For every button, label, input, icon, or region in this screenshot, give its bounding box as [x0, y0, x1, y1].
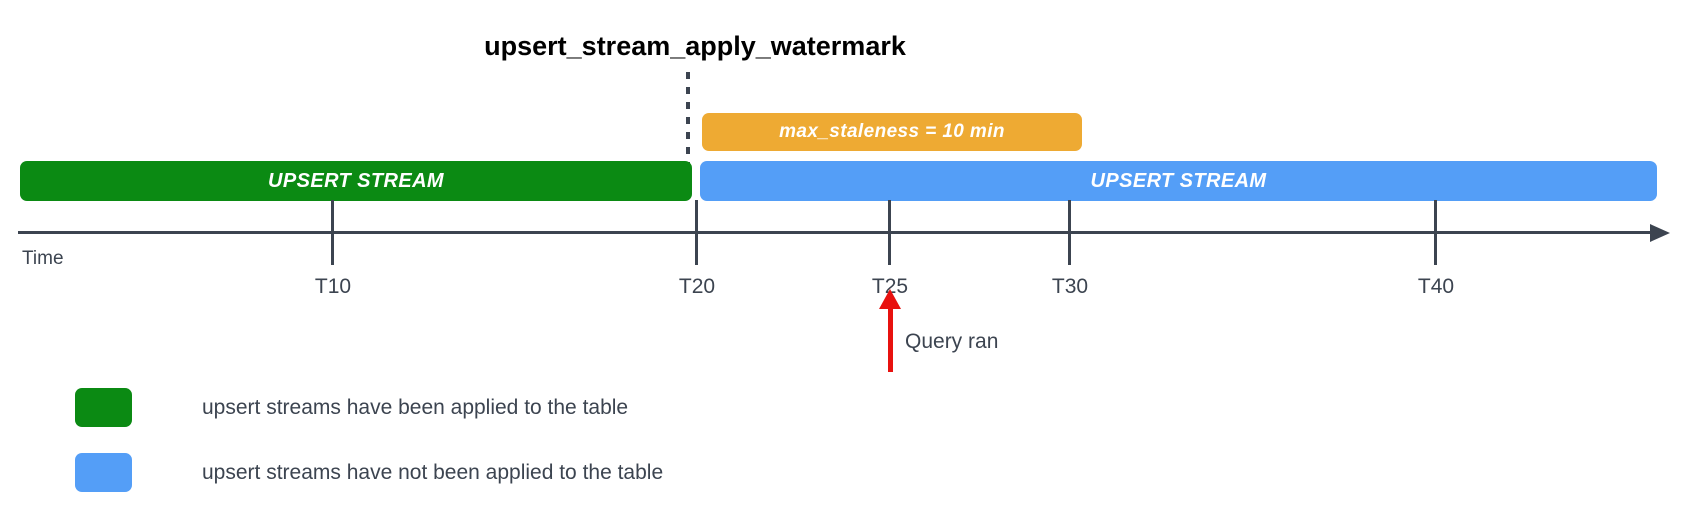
legend-swatch-green — [75, 388, 132, 427]
watermark-dashed-line — [686, 72, 690, 200]
query-ran-arrow-shaft — [888, 305, 893, 372]
upsert-stream-applied-label: UPSERT STREAM — [268, 169, 444, 192]
diagram-title: upsert_stream_apply_watermark — [484, 31, 906, 61]
axis-tick-t20 — [695, 200, 698, 265]
time-axis-arrow-icon — [1650, 224, 1670, 242]
query-ran-arrow-icon — [879, 289, 901, 309]
query-ran-label: Query ran — [905, 330, 999, 353]
legend-item-not-applied: upsert streams have not been applied to … — [75, 453, 663, 492]
axis-tick-label-t40: T40 — [1417, 275, 1455, 298]
legend-swatch-blue — [75, 453, 132, 492]
axis-tick-label-t20: T20 — [678, 275, 716, 298]
axis-tick-t10 — [331, 200, 334, 265]
legend-label-not-applied: upsert streams have not been applied to … — [202, 460, 664, 484]
legend-item-applied: upsert streams have been applied to the … — [75, 388, 628, 427]
axis-tick-t30 — [1068, 200, 1071, 265]
legend-label-applied: upsert streams have been applied to the … — [202, 395, 629, 419]
time-axis-label: Time — [22, 248, 64, 269]
max-staleness-bar: max_staleness = 10 min — [702, 113, 1082, 151]
max-staleness-label: max_staleness = 10 min — [779, 121, 1005, 142]
axis-tick-label-t10: T10 — [314, 275, 352, 298]
axis-tick-t25 — [888, 200, 891, 265]
upsert-stream-not-applied-label: UPSERT STREAM — [1090, 169, 1267, 192]
axis-tick-label-t30: T30 — [1051, 275, 1089, 298]
axis-tick-t40 — [1434, 200, 1437, 265]
time-axis-line — [18, 231, 1658, 234]
upsert-stream-not-applied-bar: UPSERT STREAM — [700, 161, 1657, 201]
upsert-stream-applied-bar: UPSERT STREAM — [20, 161, 692, 201]
